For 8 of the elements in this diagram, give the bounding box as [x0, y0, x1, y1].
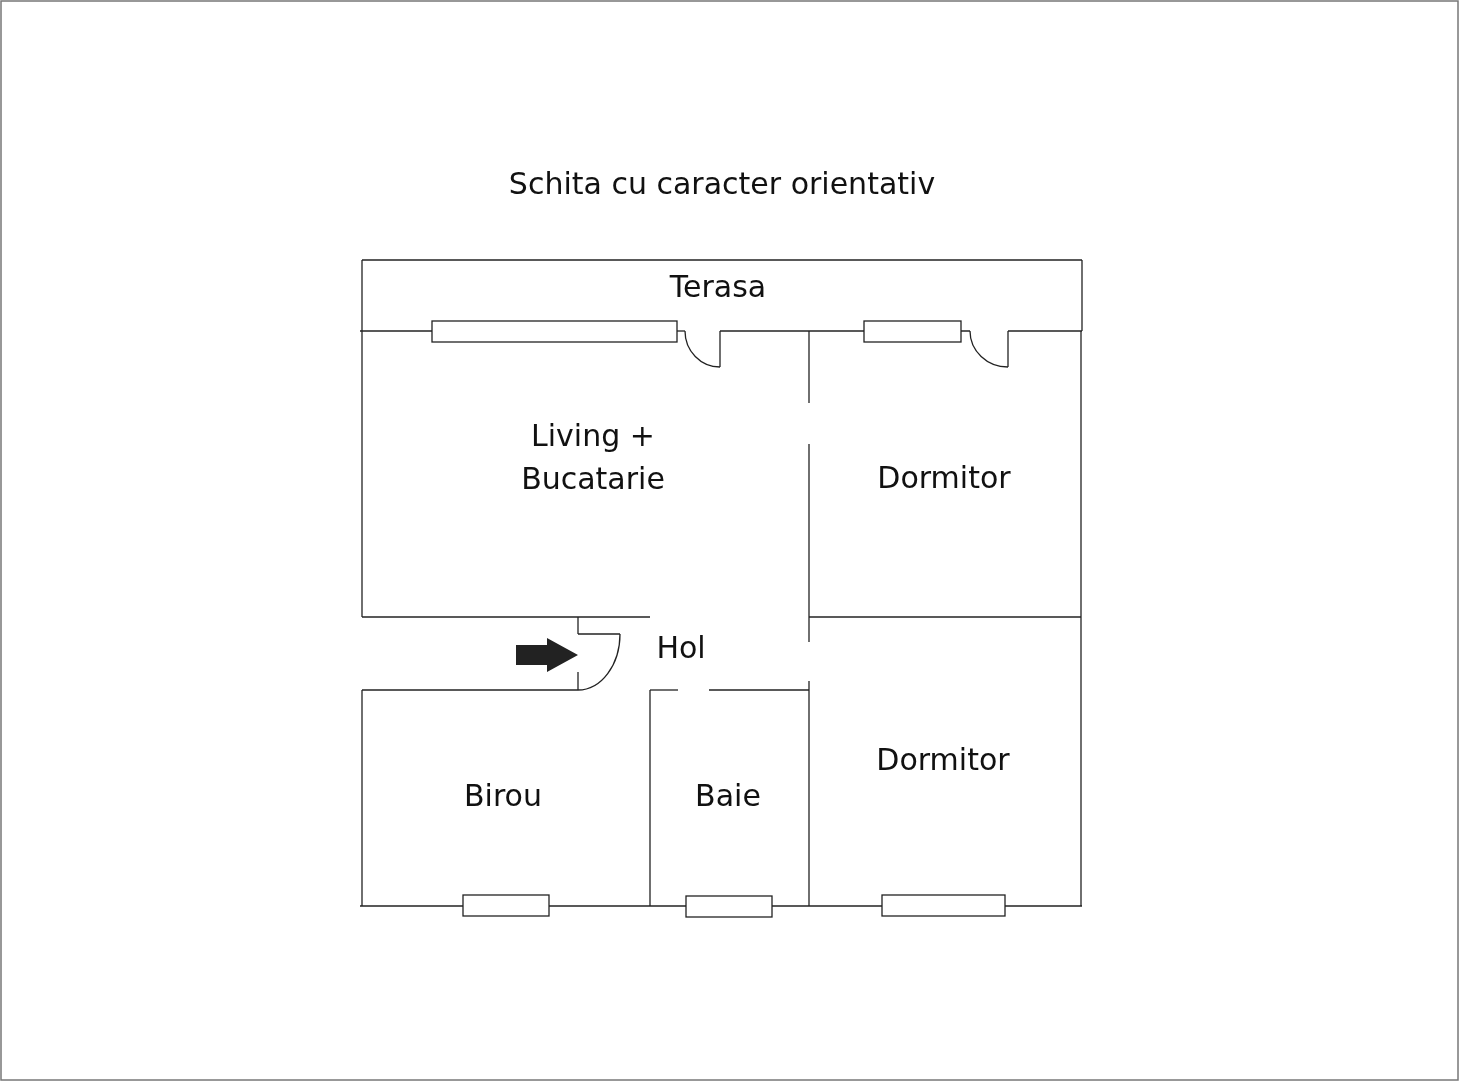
title: Schita cu caracter orientativ [508, 164, 936, 203]
room-label: Dormitor [877, 458, 1011, 497]
room-label: Hol [656, 628, 706, 667]
room-label: Baie [695, 776, 761, 815]
room-label: Dormitor [876, 740, 1010, 779]
room-label: Birou [464, 776, 542, 815]
room-label: Terasa [669, 267, 767, 306]
room-label: Living + Bucatarie [521, 417, 665, 498]
